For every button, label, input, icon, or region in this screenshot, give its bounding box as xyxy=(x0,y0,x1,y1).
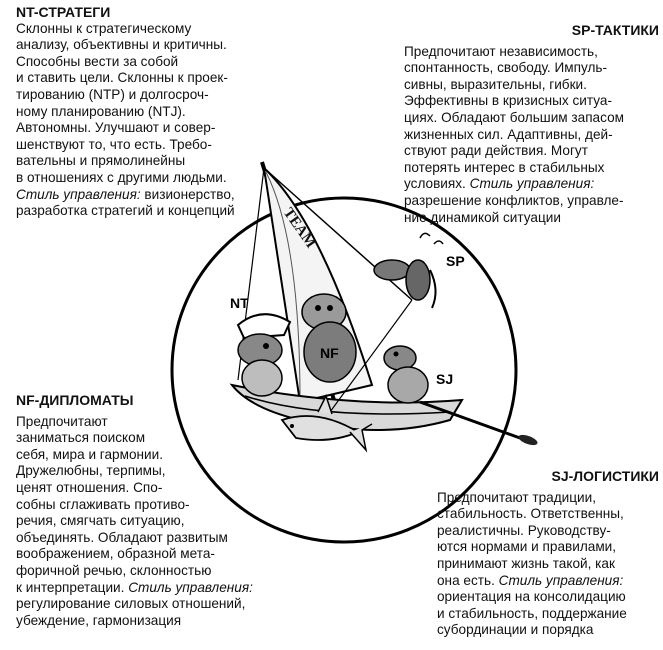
sp-style-label: Стиль управления: xyxy=(469,176,595,192)
nt-style-label: Стиль управления: xyxy=(16,186,141,202)
oar xyxy=(419,400,521,440)
nf-heading: NF-ДИПЛОМАТЫ xyxy=(16,392,134,408)
temperament-circle xyxy=(170,196,518,544)
sp-description: Предпочитают независимость, спонтанность… xyxy=(404,44,659,227)
nt-text: Склонны к стратегическому анализу, объек… xyxy=(16,20,228,185)
sp-heading: SP-ТАКТИКИ xyxy=(571,22,659,38)
sj-block: SJ-ЛОГИСТИКИ Предпочитают традиции, стаб… xyxy=(437,468,659,639)
sp-label: SP xyxy=(446,253,465,269)
sj-style-label: Стиль управления: xyxy=(498,572,624,588)
nf-block: NF-ДИПЛОМАТЫ Предпочитают заниматься пои… xyxy=(16,392,306,629)
nt-label: NT xyxy=(230,295,249,311)
shark xyxy=(280,394,373,453)
nf-description: Предпочитают заниматься поиском себя, ми… xyxy=(16,414,306,630)
sj-style-text: ориентация на консолидацию и стабильност… xyxy=(437,589,627,638)
nf-character xyxy=(301,293,357,383)
sp-character xyxy=(373,232,444,309)
sp-text: Предпочитают независимость, спонтанность… xyxy=(404,43,624,192)
nt-block: NT-СТРАТЕГИ Склонны к стратегическому ан… xyxy=(16,4,316,220)
nt-description: Склонны к стратегическому анализу, объек… xyxy=(16,21,316,220)
nf-style-label: Стиль управления: xyxy=(128,579,253,595)
sj-text: Предпочитают традиции, стабильность. Отв… xyxy=(437,489,624,588)
nt-style-text: визионерство, разработка стратегий и кон… xyxy=(16,186,235,219)
sp-block: SP-ТАКТИКИ Предпочитают независимость, с… xyxy=(404,22,659,226)
sj-heading: SJ-ЛОГИСТИКИ xyxy=(551,468,659,484)
nf-label: NF xyxy=(320,345,339,361)
sj-description: Предпочитают традиции, стабильность. Отв… xyxy=(437,490,659,639)
nf-style-text: регулирование силовых отношений, убежден… xyxy=(16,596,246,628)
nt-character xyxy=(236,313,292,397)
sp-style-text: разрешение конфликтов, управле- ние дина… xyxy=(404,192,624,225)
sj-character xyxy=(383,345,429,404)
sj-label: SJ xyxy=(436,371,453,387)
nf-text: Предпочитают заниматься поиском себя, ми… xyxy=(16,413,228,595)
nt-heading: NT-СТРАТЕГИ xyxy=(16,4,111,20)
